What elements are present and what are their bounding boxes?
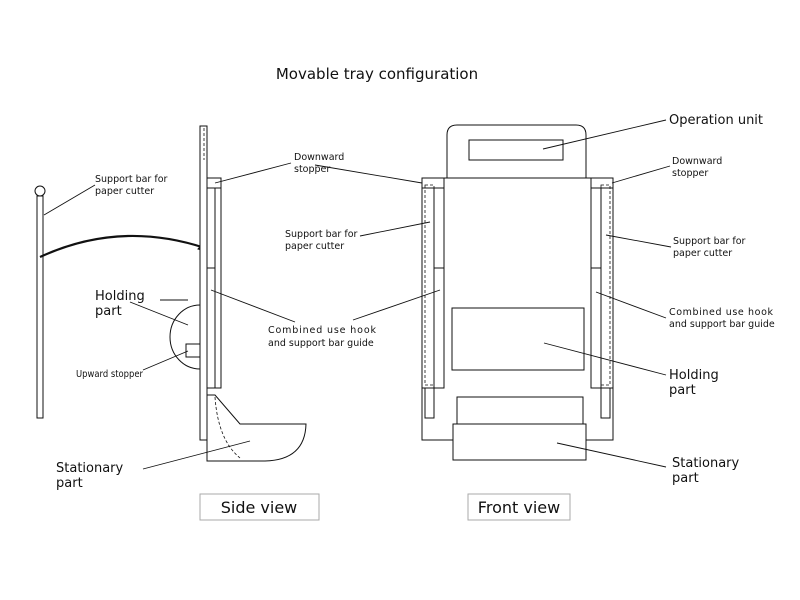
side-combined-label-2: and support bar guide xyxy=(268,338,374,349)
front-left-support-bar xyxy=(424,184,435,386)
front-view: Operation unit Downward stopper Support … xyxy=(285,113,775,521)
side-holding-label-2: part xyxy=(95,304,122,319)
diagram-title: Movable tray configuration xyxy=(276,65,478,83)
side-downward-stopper xyxy=(206,177,222,189)
side-support-bar-label: Support bar for xyxy=(95,174,168,185)
support-bar-rod xyxy=(36,195,44,419)
side-view-caption: Side view xyxy=(221,498,298,517)
front-stationary-part xyxy=(452,396,587,461)
front-left-rail xyxy=(421,177,445,419)
front-stationary-label-2: part xyxy=(672,471,699,486)
front-view-caption: Front view xyxy=(478,498,560,517)
front-holding-part xyxy=(451,307,585,371)
front-operation-unit xyxy=(468,139,564,161)
front-support-bar-left-label-2: paper cutter xyxy=(285,241,344,252)
front-combined-right-label-2: and support bar guide xyxy=(669,319,775,330)
front-support-bar-left-label: Support bar for xyxy=(285,229,358,240)
front-support-bar-right-label: Support bar for xyxy=(673,236,746,247)
side-view-caption-box xyxy=(199,493,320,521)
front-downward-stopper-label: Downward xyxy=(672,156,722,167)
front-view-caption-box xyxy=(467,493,571,521)
detached-support-bar xyxy=(34,185,46,419)
side-downward-stopper-label: Downward xyxy=(294,152,344,163)
side-holding-label: Holding xyxy=(95,289,145,304)
side-upward-stopper-label: Upward stopper xyxy=(76,369,143,380)
front-holding-label: Holding xyxy=(669,368,719,383)
front-downward-stopper-label-2: stopper xyxy=(672,168,708,179)
front-frame xyxy=(421,124,614,441)
side-stationary-label-2: part xyxy=(56,476,83,491)
side-support-bar-label-2: paper cutter xyxy=(95,186,154,197)
side-downward-stopper-label-2: stopper xyxy=(294,164,330,175)
side-stationary-label: Stationary xyxy=(56,461,124,476)
side-main-panel xyxy=(199,125,222,441)
front-combined-right-label: Combined use hook xyxy=(669,307,773,318)
side-combined-label: Combined use hook xyxy=(268,325,376,336)
support-bar-ring xyxy=(34,185,46,197)
front-support-bar-right-label-2: paper cutter xyxy=(673,248,732,259)
front-holding-label-2: part xyxy=(669,383,696,398)
front-operation-unit-label: Operation unit xyxy=(669,113,763,128)
side-combined-hook xyxy=(206,187,222,389)
side-holding-part xyxy=(169,304,201,370)
side-view: Support bar for paper cutter Downward st… xyxy=(34,125,376,521)
front-right-rail xyxy=(590,177,614,419)
side-upward-stopper xyxy=(185,343,201,358)
side-stationary-part xyxy=(206,394,307,462)
front-stationary-label: Stationary xyxy=(672,456,740,471)
insert-arrow xyxy=(39,234,212,258)
